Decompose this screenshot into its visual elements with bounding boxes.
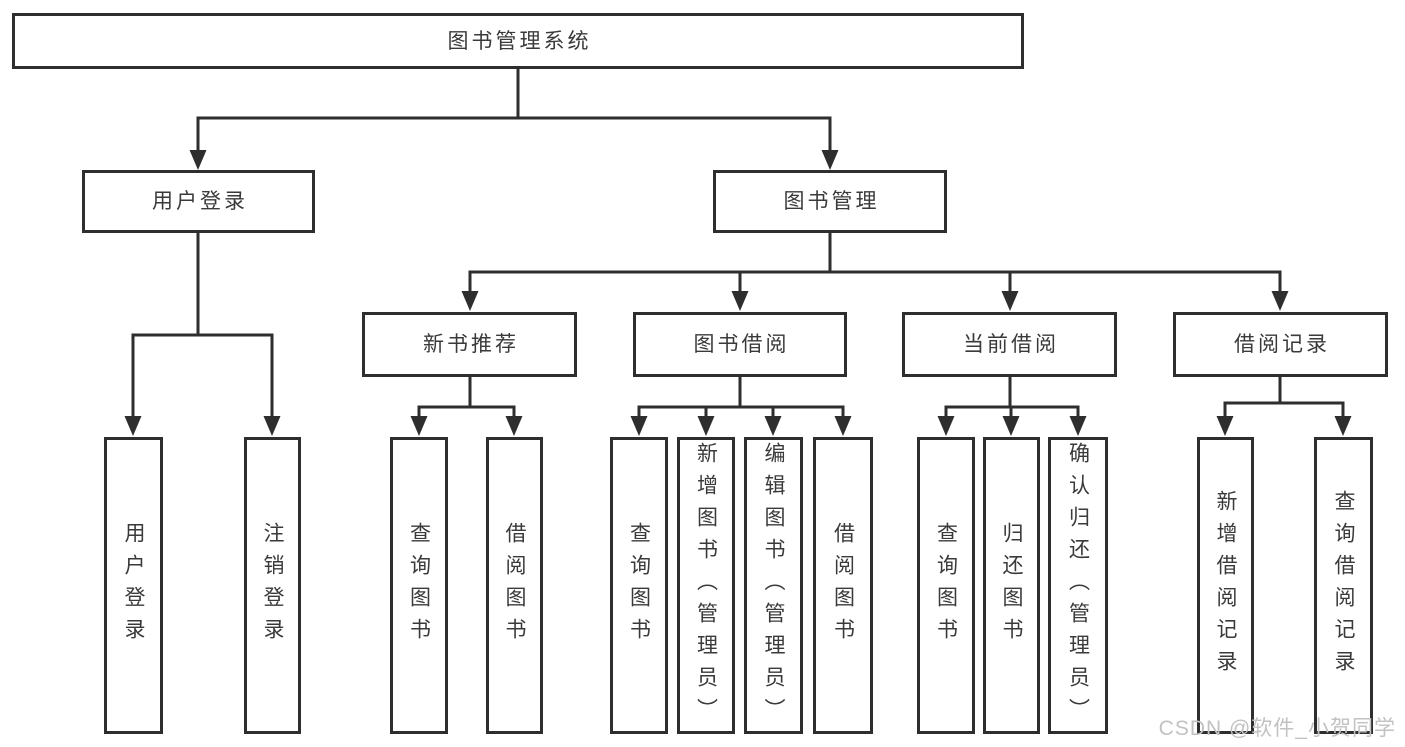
node-leaf-confirm-return-admin: 确认归还（管理员） — [1048, 437, 1108, 734]
node-leaf-query-book-current: 查询图书 — [917, 437, 975, 734]
node-leaf-query-book-recommend: 查询图书 — [390, 437, 448, 734]
node-leaf-return-book: 归还图书 — [983, 437, 1040, 734]
node-leaf-add-book-admin: 新增图书（管理员） — [677, 437, 735, 734]
node-leaf-query-book-borrow: 查询图书 — [610, 437, 668, 734]
watermark: CSDN @软件_小贺同学 — [1158, 717, 1396, 740]
node-root: 图书管理系统 — [12, 13, 1024, 69]
node-leaf-user-login: 用户登录 — [104, 437, 163, 734]
node-leaf-borrow-book-recommend: 借阅图书 — [486, 437, 543, 734]
node-book-borrow: 图书借阅 — [633, 312, 847, 377]
node-user-login: 用户登录 — [82, 170, 315, 233]
node-new-book-recommend: 新书推荐 — [362, 312, 577, 377]
node-leaf-edit-book-admin: 编辑图书（管理员） — [744, 437, 803, 734]
node-current-borrow: 当前借阅 — [902, 312, 1117, 377]
node-book-management: 图书管理 — [713, 170, 947, 233]
node-leaf-logout: 注销登录 — [244, 437, 301, 734]
node-borrow-record: 借阅记录 — [1173, 312, 1388, 377]
node-leaf-query-borrow-record: 查询借阅记录 — [1314, 437, 1373, 734]
node-leaf-borrow-book: 借阅图书 — [813, 437, 873, 734]
node-leaf-add-borrow-record: 新增借阅记录 — [1197, 437, 1254, 734]
